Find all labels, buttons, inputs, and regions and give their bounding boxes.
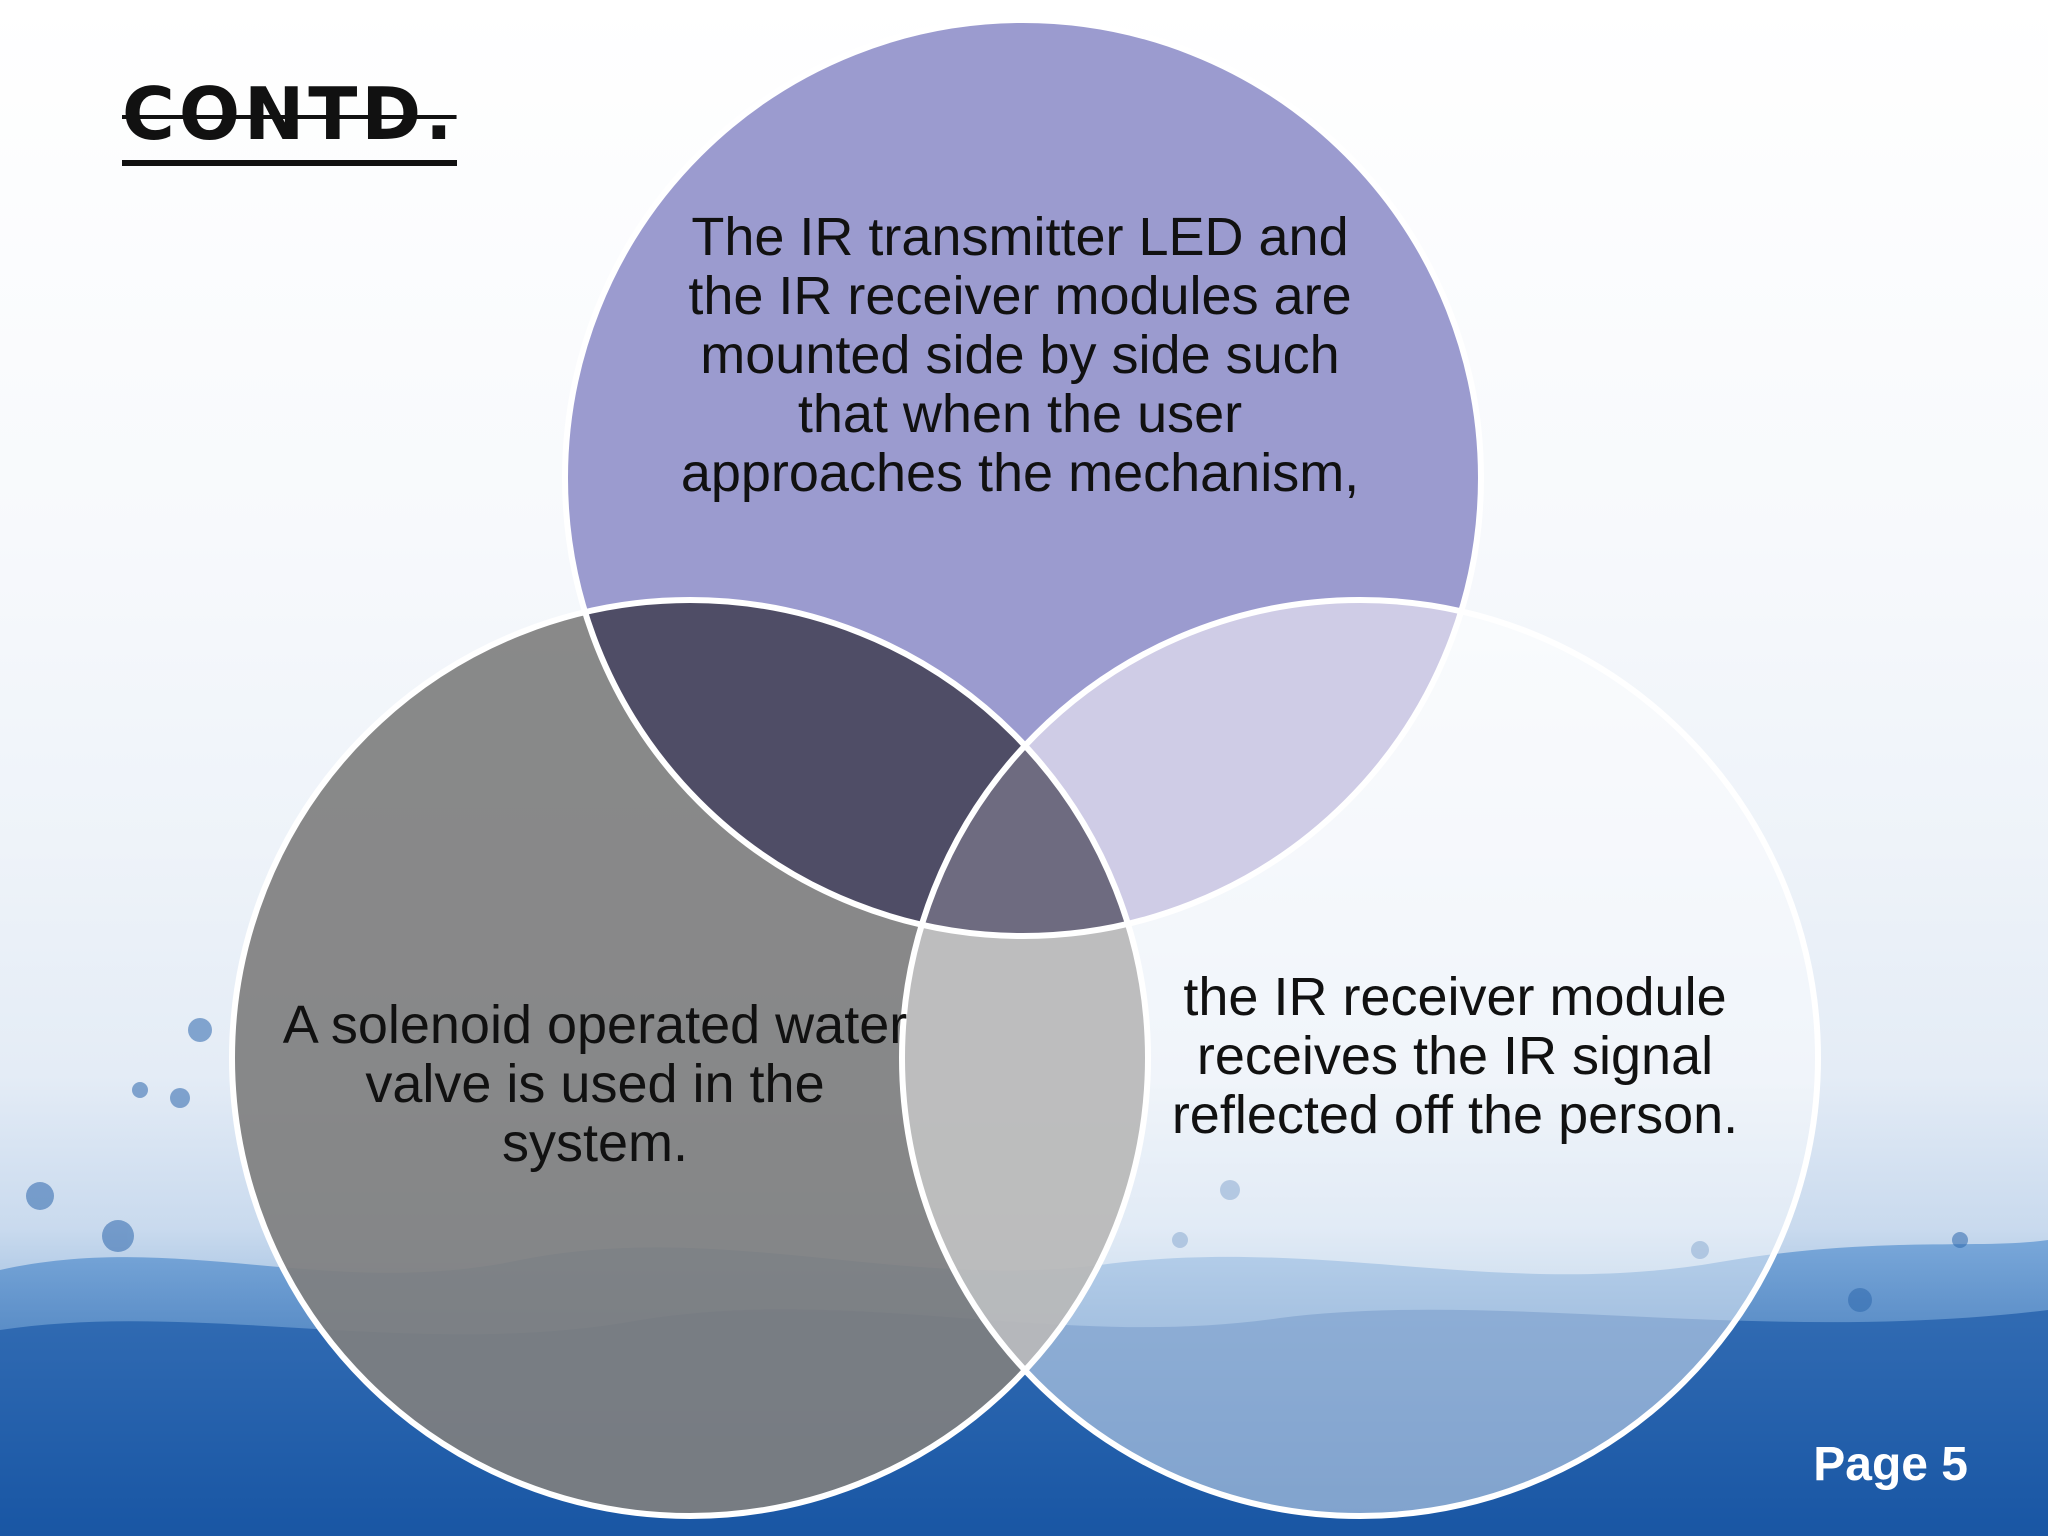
venn-top-label: The IR transmitter LED and the IR receiv… [680, 207, 1360, 503]
slide-title: Contd. [122, 78, 457, 166]
venn-left-label: A solenoid operated water valve is used … [282, 995, 908, 1173]
venn-overlap-top-right [902, 600, 1481, 936]
venn-right-label: the IR receiver module receives the IR s… [1171, 967, 1739, 1145]
slide-title-text: Contd. [122, 72, 457, 156]
page-number: Page 5 [1813, 1438, 1968, 1491]
venn-overlap-top-left [565, 600, 1148, 936]
